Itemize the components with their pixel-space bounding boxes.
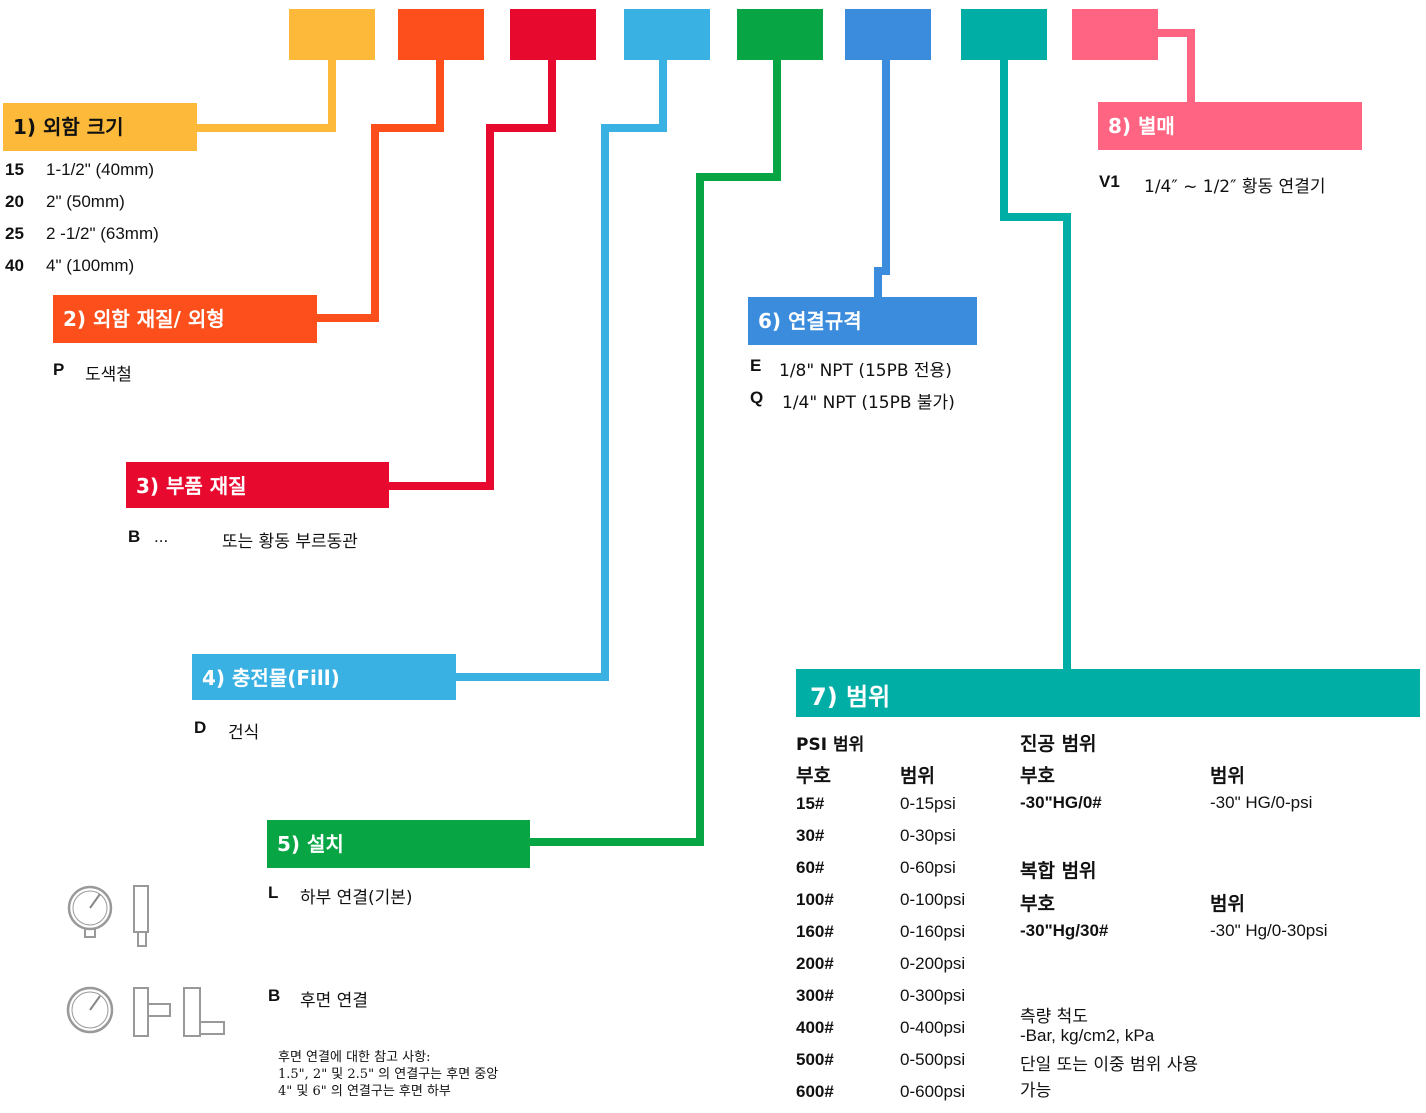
section-1-header: 1) 외함 크기: [3, 103, 197, 151]
psi-range-title: PSI 범위: [796, 735, 865, 755]
code-box-8: [1072, 9, 1158, 60]
connector-line-2: [317, 60, 444, 322]
psi-range: 0-200psi: [900, 954, 966, 973]
psi-code: 300#: [796, 986, 834, 1005]
size-code: 25: [5, 224, 24, 243]
section-6-header: 6) 연결규격: [748, 297, 977, 345]
mount-text-l: 하부 연결(기본): [300, 888, 413, 908]
psi-range: 0-500psi: [900, 1050, 966, 1069]
psi-code: 30#: [796, 826, 825, 845]
material-text: 도색철: [85, 365, 132, 385]
psi-code: 600#: [796, 1082, 834, 1101]
compound-range-title: 복합 범위: [1020, 860, 1097, 882]
psi-code: 100#: [796, 890, 834, 909]
connection-code: Q: [750, 388, 764, 407]
connection-text: 1/4" NPT (15PB 불가): [782, 393, 955, 413]
psi-col-range: 범위: [900, 765, 935, 787]
rear-note-line: 1.5", 2" 및 2.5" 의 연결구는 후면 중앙: [278, 1067, 499, 1082]
psi-range: 0-400psi: [900, 1018, 966, 1037]
fill-text: 건식: [228, 723, 260, 743]
scale-title: 측량 척도: [1020, 1007, 1088, 1027]
section-4-header: 4) 충전물(Fill): [192, 654, 456, 700]
psi-range: 0-160psi: [900, 922, 966, 941]
compound-col-range: 범위: [1210, 893, 1245, 915]
scale-note: 가능: [1020, 1081, 1052, 1101]
code-box-3: [510, 9, 596, 60]
psi-code: 15#: [796, 794, 825, 813]
size-text: 1-1/2" (40mm): [46, 160, 155, 179]
parts-code: B: [128, 527, 141, 546]
connector-line-8: [1155, 29, 1195, 102]
psi-range: 0-15psi: [900, 794, 956, 813]
psi-code: 500#: [796, 1050, 834, 1069]
psi-range: 0-30psi: [900, 826, 956, 845]
code-box-4: [624, 9, 710, 60]
section-7-header: 7) 범위: [796, 669, 1420, 717]
compound-col-code: 부호: [1020, 893, 1055, 915]
connection-text: 1/8" NPT (15PB 전용): [779, 361, 952, 381]
vacuum-range: -30" HG/0-psi: [1210, 793, 1313, 812]
compound-code: -30"Hg/30#: [1020, 921, 1109, 940]
vacuum-code: -30"HG/0#: [1020, 793, 1102, 812]
scale-note: 단일 또는 이중 범위 사용: [1020, 1055, 1199, 1075]
compound-range: -30" Hg/0-30psi: [1210, 921, 1328, 940]
psi-code: 200#: [796, 954, 834, 973]
fill-code: D: [194, 718, 207, 737]
material-code: P: [53, 360, 65, 379]
bottom-mount-gauge-icon: [67, 885, 149, 947]
vacuum-col-code: 부호: [1020, 765, 1055, 787]
size-text: 2" (50mm): [46, 192, 125, 211]
parts-text: 또는 황동 부르동관: [222, 532, 358, 552]
code-box-5: [737, 9, 823, 60]
psi-col-code: 부호: [796, 765, 831, 787]
section-5-header: 5) 설치: [267, 820, 530, 868]
scale-units: -Bar, kg/cm2, kPa: [1020, 1026, 1155, 1045]
connector-line-6: [874, 60, 890, 297]
mount-text-b: 후면 연결: [300, 991, 368, 1011]
size-code: 40: [5, 256, 24, 275]
code-box-2: [398, 9, 484, 60]
accessory-text: 1/4″ ~ 1/2″ 황동 연결기: [1144, 177, 1326, 197]
vacuum-col-range: 범위: [1210, 765, 1245, 787]
psi-range: 0-60psi: [900, 858, 956, 877]
connector-line-1: [197, 60, 336, 132]
section-3-header: 3) 부품 재질: [126, 462, 389, 508]
section-8-header: 8) 별매: [1098, 102, 1362, 150]
rear-mount-gauge-icon: [66, 986, 225, 1037]
connector-line-7: [1000, 60, 1071, 669]
psi-range: 0-100psi: [900, 890, 966, 909]
size-text: 4" (100mm): [46, 256, 135, 275]
rear-note-line: 4" 및 6" 의 연결구는 후면 하부: [278, 1084, 451, 1099]
size-code: 15: [5, 160, 24, 179]
code-box-7: [961, 9, 1047, 60]
rear-note-line: 후면 연결에 대한 참고 사항:: [278, 1050, 431, 1065]
mount-code-b: B: [268, 986, 281, 1005]
psi-code: 160#: [796, 922, 834, 941]
mount-code-l: L: [268, 883, 279, 902]
size-text: 2 -1/2" (63mm): [46, 224, 159, 243]
code-box-1: [289, 9, 375, 60]
parts-ellipsis: ...: [154, 527, 169, 546]
accessory-code: V1: [1099, 172, 1120, 191]
section-2-header: 2) 외함 재질/ 외형: [53, 295, 317, 343]
psi-code: 400#: [796, 1018, 834, 1037]
connector-line-4: [456, 60, 667, 681]
size-code: 20: [5, 192, 24, 211]
code-box-6: [845, 9, 931, 60]
connector-line-3: [389, 60, 556, 490]
vacuum-range-title: 진공 범위: [1020, 733, 1097, 755]
connection-code: E: [750, 356, 762, 375]
psi-range: 0-300psi: [900, 986, 966, 1005]
connector-line-5: [530, 60, 781, 846]
psi-range: 0-600psi: [900, 1082, 966, 1101]
psi-code: 60#: [796, 858, 825, 877]
